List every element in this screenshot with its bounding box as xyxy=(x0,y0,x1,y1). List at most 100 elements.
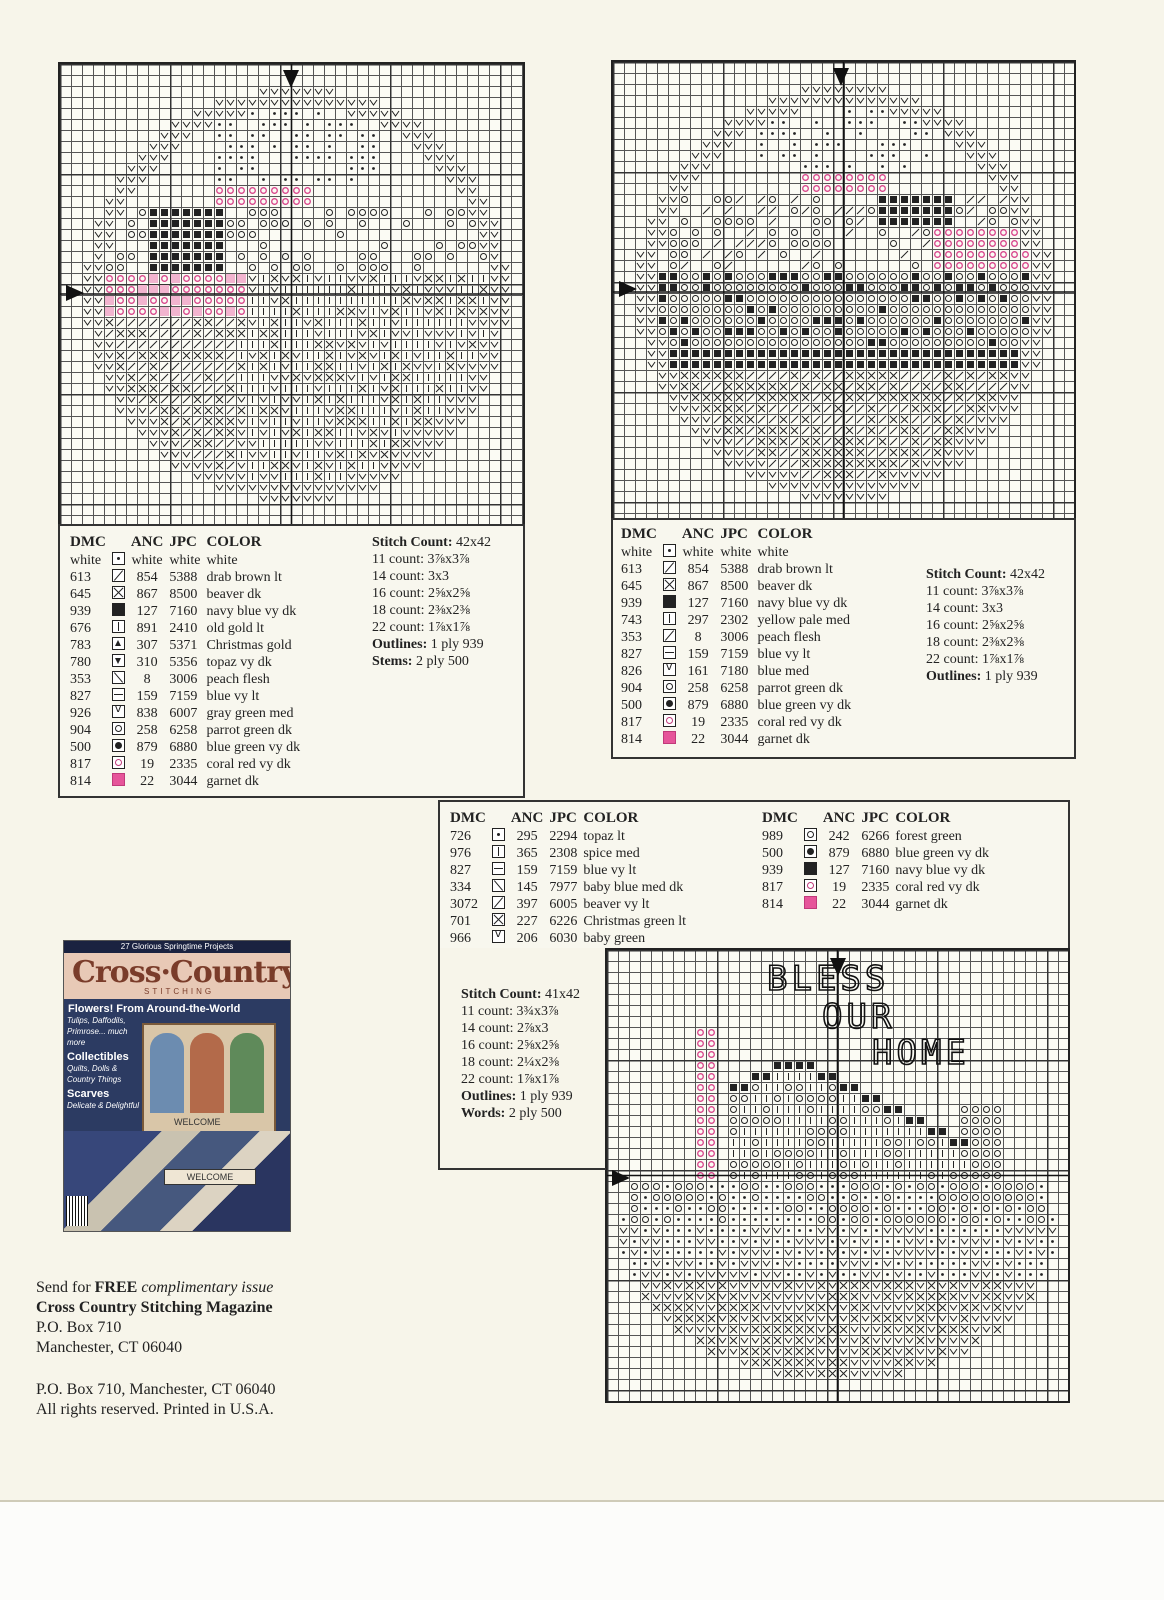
stitch-mark xyxy=(760,154,763,157)
stitch-mark xyxy=(675,1194,682,1201)
anc-number: 297 xyxy=(687,613,709,628)
stitch-mark xyxy=(725,218,732,225)
stitch-mark xyxy=(670,251,677,258)
stitch-mark xyxy=(381,264,388,271)
stitch-mark xyxy=(674,1293,683,1300)
stitch-count-line-label: 22 count: xyxy=(926,652,979,667)
stitch-mark xyxy=(872,1347,881,1356)
stitch-mark xyxy=(857,174,864,181)
symbol-cell xyxy=(662,714,682,731)
stitch-symbol-tri-icon xyxy=(111,637,125,650)
stitch-mark xyxy=(479,374,488,381)
stitch-mark xyxy=(857,350,864,357)
stitch-mark xyxy=(681,284,688,291)
stitch-mark xyxy=(994,1106,1001,1113)
stitch-mark xyxy=(128,308,135,315)
stitch-mark xyxy=(658,240,667,247)
stitch-mark xyxy=(812,371,821,380)
stitch-mark xyxy=(839,1358,848,1367)
stitch-mark xyxy=(696,1336,705,1345)
stitch-mark xyxy=(369,374,378,381)
stitch-mark xyxy=(328,123,331,126)
stitch-mark xyxy=(985,1229,988,1232)
stitch-mark xyxy=(1000,284,1007,291)
stitch-mark xyxy=(916,1325,925,1334)
stitch-mark xyxy=(293,264,300,271)
stitch-mark xyxy=(314,275,323,282)
stitch-mark xyxy=(864,1196,867,1199)
stitch-symbol-circ-icon xyxy=(111,722,125,735)
stitch-mark xyxy=(956,350,963,357)
stitch-mark xyxy=(446,351,455,360)
stitch-mark xyxy=(182,428,191,437)
stitch-mark xyxy=(1004,1260,1013,1267)
stitch-mark xyxy=(259,362,268,371)
stitch-mark xyxy=(983,1205,990,1212)
stitch-mark xyxy=(94,275,103,282)
stitch-mark xyxy=(652,1227,661,1234)
stitch-mark xyxy=(939,1205,946,1212)
stitch-mark xyxy=(809,1218,812,1221)
stitch-mark xyxy=(117,297,124,304)
stitch-mark xyxy=(779,448,788,457)
stitch-mark xyxy=(237,418,246,425)
stitch-mark xyxy=(883,1359,892,1366)
stitch-mark xyxy=(703,328,710,335)
stitch-mark xyxy=(128,220,135,227)
stitch-mark xyxy=(868,295,875,302)
stitch-mark xyxy=(138,384,147,393)
stitch-mark xyxy=(1010,372,1019,379)
stitch-mark xyxy=(978,350,985,357)
stitch-mark xyxy=(835,284,842,291)
stitch-mark xyxy=(652,1249,661,1256)
stitch-mark xyxy=(251,134,254,137)
anc-number: 206 xyxy=(516,931,538,946)
stitch-mark xyxy=(674,1282,683,1289)
stitch-mark xyxy=(729,1314,738,1323)
stitch-mark xyxy=(160,406,169,415)
stitch-mark xyxy=(724,206,733,215)
stitch-mark xyxy=(917,1183,924,1190)
stitch-mark xyxy=(160,329,169,338)
stitch-mark xyxy=(867,382,876,391)
stitch-mark xyxy=(347,99,356,106)
stitch-mark xyxy=(692,295,699,302)
stitch-mark xyxy=(653,1194,660,1201)
stitch-mark xyxy=(127,340,136,349)
stitch-mark xyxy=(879,361,886,368)
stitch-mark xyxy=(358,450,367,459)
stitch-mark xyxy=(696,1238,705,1245)
stitch-mark xyxy=(977,163,986,170)
stitch-mark xyxy=(674,1303,683,1312)
stitch-mark xyxy=(870,110,873,113)
stitch-mark xyxy=(850,1348,859,1355)
chart-3-center-arrow-top xyxy=(830,958,846,976)
stitch-mark xyxy=(989,240,996,247)
stitch-mark xyxy=(619,1227,628,1234)
stitch-mark xyxy=(868,174,875,181)
stitch-mark xyxy=(686,1194,693,1201)
stitch-mark xyxy=(260,242,267,249)
stitch-mark xyxy=(670,339,677,346)
stitch-mark xyxy=(802,339,809,346)
stitch-mark xyxy=(736,273,743,280)
stitch-mark xyxy=(226,373,235,382)
stitch-mark xyxy=(923,218,930,225)
stitch-mark xyxy=(336,395,345,404)
stitch-mark xyxy=(1029,1262,1032,1265)
stitch-mark xyxy=(751,1347,760,1356)
stitch-mark xyxy=(963,1229,966,1232)
stitch-mark xyxy=(867,86,876,93)
stitch-mark xyxy=(730,1128,737,1135)
stitch-mark xyxy=(960,1348,969,1355)
stitch-mark xyxy=(784,1293,793,1300)
dmc-number: 904 xyxy=(621,681,642,696)
stitch-mark xyxy=(479,231,488,238)
stitch-mark xyxy=(1022,284,1029,291)
stitch-mark xyxy=(790,371,799,380)
stitch-mark xyxy=(878,382,887,391)
